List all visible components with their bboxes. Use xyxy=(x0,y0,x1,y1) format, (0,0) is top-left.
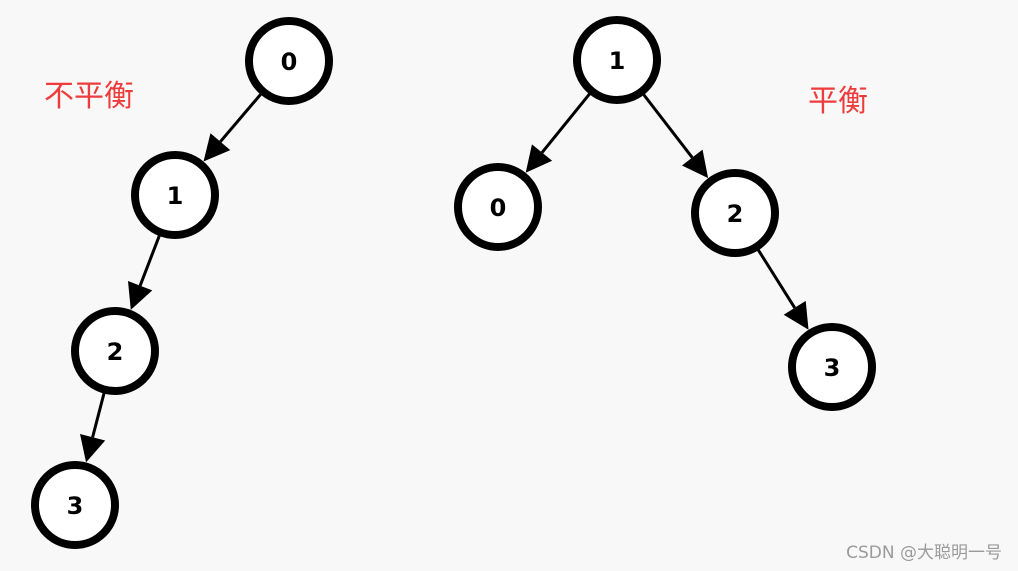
node-label: 0 xyxy=(281,48,298,76)
tree-node-u2: 2 xyxy=(71,307,159,395)
tree-node-b1: 1 xyxy=(573,16,661,104)
node-label: 3 xyxy=(824,354,841,382)
edge-u0-u1 xyxy=(219,92,263,143)
tree-node-u3: 3 xyxy=(31,461,119,549)
arrowhead-u0-u1 xyxy=(203,133,231,162)
arrowhead-b1-b0 xyxy=(525,144,553,173)
edge-b1-b2 xyxy=(641,92,694,159)
node-circle xyxy=(788,323,876,411)
unbalanced-label: 不平衡 xyxy=(44,79,134,114)
node-label: 2 xyxy=(727,200,744,228)
edge-u1-u2 xyxy=(138,233,162,287)
edge-u2-u3 xyxy=(91,391,106,438)
node-label: 1 xyxy=(167,182,184,210)
node-label: 2 xyxy=(107,338,124,366)
arrowhead-b2-b3 xyxy=(783,300,809,330)
node-circle xyxy=(573,16,661,104)
edge-b1-b0 xyxy=(540,91,592,154)
edge-b2-b3 xyxy=(756,247,796,309)
watermark: CSDN @大聪明一号 xyxy=(846,543,1002,563)
tree-node-b0: 0 xyxy=(454,163,542,251)
node-circle xyxy=(454,163,542,251)
node-label: 1 xyxy=(609,47,626,75)
nodes-layer: 0 1 2 3 1 0 2 3 xyxy=(31,16,876,549)
node-circle xyxy=(131,151,219,239)
tree-node-u1: 1 xyxy=(131,151,219,239)
node-circle xyxy=(31,461,119,549)
edges-layer xyxy=(80,91,809,463)
tree-node-b2: 2 xyxy=(691,169,779,257)
node-circle xyxy=(71,307,159,395)
arrowhead-u2-u3 xyxy=(80,433,106,463)
arrowhead-b1-b2 xyxy=(681,149,709,179)
node-circle xyxy=(245,17,333,105)
tree-node-b3: 3 xyxy=(788,323,876,411)
node-label: 0 xyxy=(490,194,507,222)
tree-node-u0: 0 xyxy=(245,17,333,105)
balanced-label: 平衡 xyxy=(808,84,868,119)
node-circle xyxy=(691,169,779,257)
arrowhead-u1-u2 xyxy=(127,280,153,310)
node-label: 3 xyxy=(67,492,84,520)
